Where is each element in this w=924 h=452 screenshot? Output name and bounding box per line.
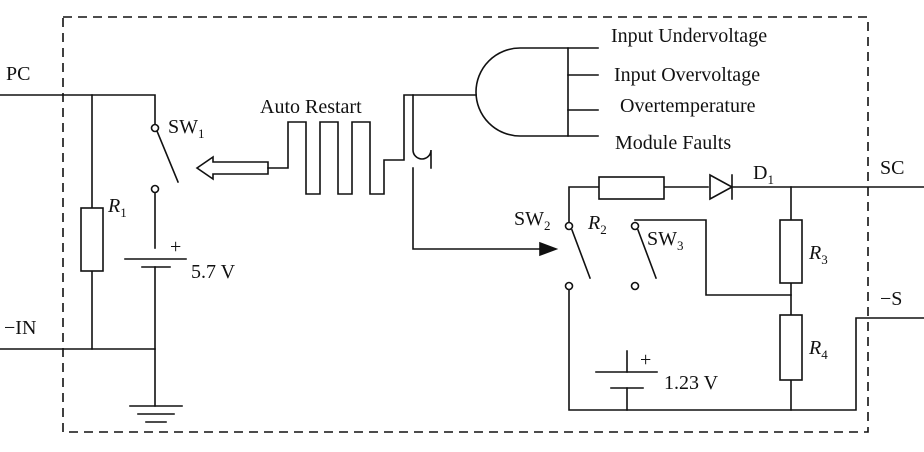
sw3-contact-bottom — [630, 281, 640, 291]
neg-in-wire — [0, 348, 156, 407]
sw1-label: SW1 — [168, 116, 205, 141]
auto-restart-label: Auto Restart — [260, 96, 362, 118]
voltage-5v7-label: 5.7 V — [191, 261, 236, 283]
and-gate-inputs — [567, 47, 599, 137]
plus-sign-1v23: + — [640, 349, 651, 371]
voltage-1v23-label: 1.23 V — [664, 372, 719, 394]
resistor-r1 — [80, 207, 104, 272]
ground-symbol — [129, 405, 183, 423]
arrow-to-sw2 — [539, 241, 559, 257]
r4-label: R4 — [808, 337, 828, 362]
auto-restart-waveform — [267, 94, 414, 195]
sw2-blade — [570, 228, 592, 280]
sc-label: SC — [880, 157, 904, 179]
sw2-label: SW2 — [514, 208, 551, 233]
fault-overtemperature: Overtemperature — [620, 95, 756, 117]
r3-label: R3 — [808, 242, 828, 267]
neg-s-label: −S — [880, 288, 902, 310]
sw2-contact-top — [564, 221, 574, 231]
resistor-r3 — [779, 219, 803, 284]
resistor-r2 — [598, 176, 665, 200]
sw3-label: SW3 — [647, 228, 684, 253]
battery-1v23 — [595, 371, 658, 389]
battery-5v7 — [124, 258, 187, 268]
and-gate — [475, 47, 569, 137]
and-output-wire — [412, 94, 541, 250]
pc-wire — [0, 94, 156, 126]
sw3-top-wire — [634, 219, 792, 296]
fault-input-undervoltage: Input Undervoltage — [611, 25, 767, 47]
diode-d1 — [709, 173, 734, 201]
fault-input-overvoltage: Input Overvoltage — [614, 64, 760, 86]
sw3-blade — [636, 228, 658, 280]
resistor-r4 — [779, 314, 803, 381]
sw1-contact-top — [150, 123, 160, 133]
bottom-return-wire — [568, 289, 924, 411]
d1-label: D1 — [753, 162, 774, 187]
plus-sign-5v7: + — [170, 236, 181, 258]
r1-label: R1 — [107, 195, 127, 220]
module-boundary — [62, 16, 869, 433]
sw3-contact-top — [630, 221, 640, 231]
neg-in-label: −IN — [4, 317, 36, 339]
hollow-arrow — [195, 155, 269, 181]
fault-module-faults: Module Faults — [615, 132, 731, 154]
sw2-contact-bottom — [564, 281, 574, 291]
sw2-top-wire — [568, 186, 924, 226]
r2-label: R2 — [587, 212, 607, 237]
sw1-blade — [155, 129, 180, 184]
sw1-contact-bottom — [150, 184, 160, 194]
pc-label: PC — [6, 63, 30, 85]
